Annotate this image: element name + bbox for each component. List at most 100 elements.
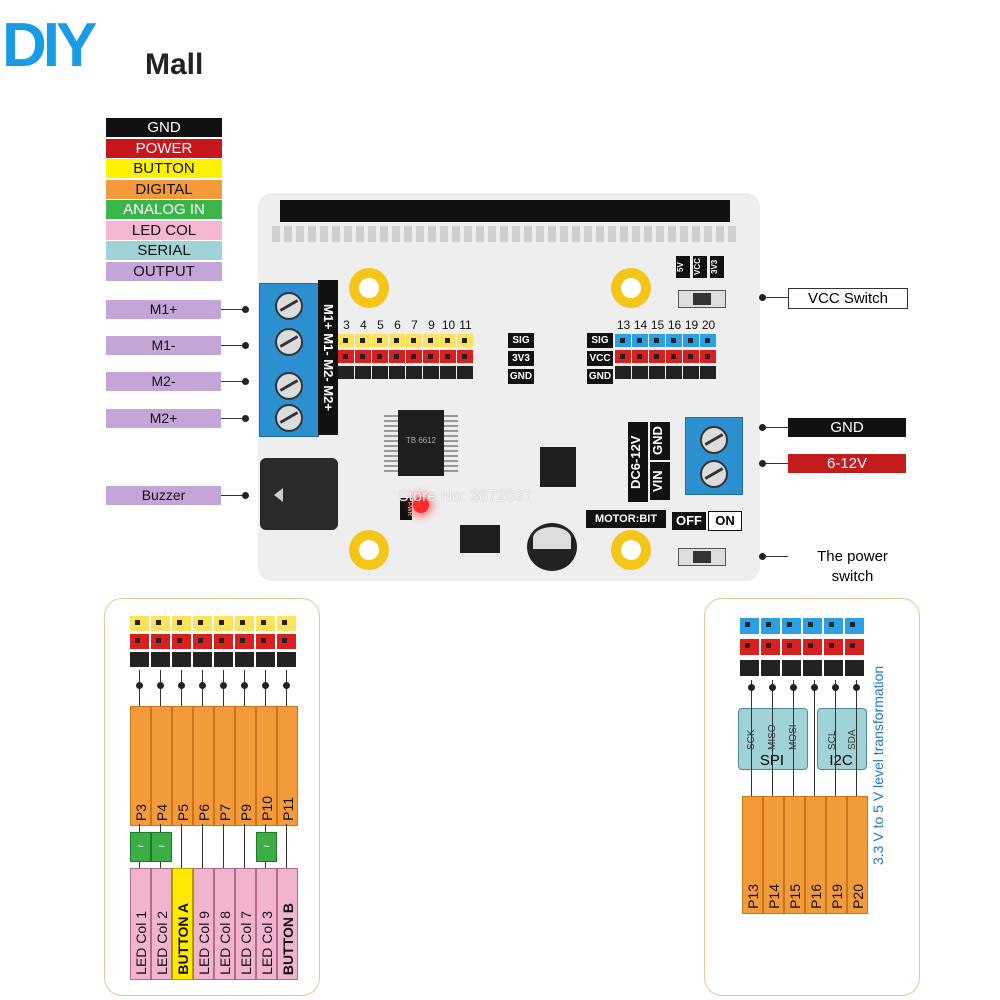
power-switch-knob[interactable]	[693, 551, 711, 563]
pin-dot	[157, 682, 164, 689]
function-bar-led-col-1: LED Col 1	[130, 868, 151, 980]
header-pin	[406, 350, 422, 363]
gnd-label: GND	[650, 422, 670, 460]
motor-terminal-label: M1+ M1- M2- M2+	[318, 280, 338, 435]
motor-leader	[221, 345, 243, 346]
pin-bar-p3: P3	[130, 706, 151, 826]
pin-dot	[241, 682, 248, 689]
motor-dot	[242, 378, 249, 385]
right-header	[615, 334, 717, 379]
buzzer-leader	[221, 495, 243, 496]
screw-icon	[700, 426, 728, 454]
header-pin	[151, 652, 170, 667]
chip-pins-left	[384, 414, 398, 472]
pin-bar-p10: P10	[256, 706, 277, 826]
header-pin	[277, 616, 296, 631]
header-pin	[649, 366, 665, 379]
screw-icon	[275, 404, 303, 432]
header-pin	[277, 634, 296, 649]
vcc-switch[interactable]	[678, 290, 726, 308]
pin-bar-p5: P5	[172, 706, 193, 826]
pin-name: P7	[216, 803, 233, 821]
pin-wire	[265, 670, 266, 708]
pin-wire	[202, 670, 203, 708]
header-pin	[649, 350, 665, 363]
header-pin	[440, 366, 456, 379]
vcc-switch-callout: VCC Switch	[788, 288, 908, 309]
header-pin	[761, 660, 780, 676]
header-pin	[423, 350, 439, 363]
header-pin	[845, 618, 864, 634]
vin-label: VIN	[650, 462, 670, 500]
edge-connector-teeth	[272, 226, 740, 242]
pin-wire	[181, 670, 182, 708]
function-name: LED Col 9	[195, 911, 212, 975]
legend-power: POWER	[106, 138, 222, 158]
pin-number-11: 11	[459, 318, 472, 332]
pin-dot	[811, 684, 818, 691]
power-led	[413, 497, 429, 513]
legend-led-col: LED COL	[106, 220, 222, 240]
vcc-option-5v: 5V	[676, 256, 690, 278]
pin-wire	[751, 680, 752, 796]
power-switch[interactable]	[678, 548, 726, 566]
header-pin	[214, 634, 233, 649]
gnd-leader	[766, 427, 788, 428]
header-pin	[666, 366, 682, 379]
row-label-3v3: 3V3	[508, 351, 534, 366]
left-panel-header-row	[130, 616, 298, 631]
pin-number-16: 16	[667, 318, 682, 332]
pin-number-5: 5	[377, 318, 384, 332]
header-pin	[235, 634, 254, 649]
motor-leader	[221, 309, 243, 310]
motor-label-m2plus: M2+	[106, 409, 221, 428]
vcc-switch-knob[interactable]	[693, 293, 711, 305]
left-header-gnd-row	[338, 366, 474, 379]
header-pin	[782, 660, 801, 676]
header-pin	[423, 366, 439, 379]
pin-dot	[283, 682, 290, 689]
power-terminal-labels: DC6-12V GND VIN	[628, 422, 684, 502]
pin-name: P13	[744, 884, 761, 909]
left-panel-header-row	[130, 634, 298, 649]
logo-mall-text: Mall	[145, 48, 204, 81]
header-pin	[649, 334, 665, 347]
off-label: OFF	[672, 512, 706, 530]
level-transform-text: 3.3 V to 5 V level transformation	[870, 665, 886, 865]
header-pin	[666, 334, 682, 347]
analog-mark: ~	[256, 832, 277, 862]
pin-dot	[832, 684, 839, 691]
header-pin	[130, 616, 149, 631]
row-label-gnd: GND	[508, 369, 534, 384]
left-header-sig-row	[338, 334, 474, 347]
pin-bar-p14: P14	[763, 796, 784, 914]
left-header	[338, 334, 474, 379]
power-switch-dot	[759, 553, 766, 560]
header-pin	[845, 660, 864, 676]
header-pin	[824, 660, 843, 676]
header-pin	[355, 334, 371, 347]
vcc-switch-leader	[766, 297, 788, 298]
vin-leader	[766, 463, 788, 464]
pin-wire	[856, 680, 857, 796]
header-pin	[440, 350, 456, 363]
header-pin	[372, 366, 388, 379]
header-pin	[193, 634, 212, 649]
pin-number-9: 9	[428, 318, 435, 332]
pin-wire	[244, 670, 245, 708]
legend-digital: DIGITAL	[106, 179, 222, 199]
function-bar-led-col-2: LED Col 2	[151, 868, 172, 980]
pin-bar-p15: P15	[784, 796, 805, 914]
motor-leader	[221, 418, 243, 419]
vcc-option-vcc: VCC	[693, 256, 707, 278]
header-pin	[389, 366, 405, 379]
pin-wire	[160, 670, 161, 708]
right-header-sig-row	[615, 334, 717, 347]
pin-wire	[793, 680, 794, 796]
legend-output: OUTPUT	[106, 261, 222, 281]
brand-logo: DIY Mall	[0, 0, 230, 90]
header-pin	[632, 334, 648, 347]
function-wire	[202, 824, 203, 868]
